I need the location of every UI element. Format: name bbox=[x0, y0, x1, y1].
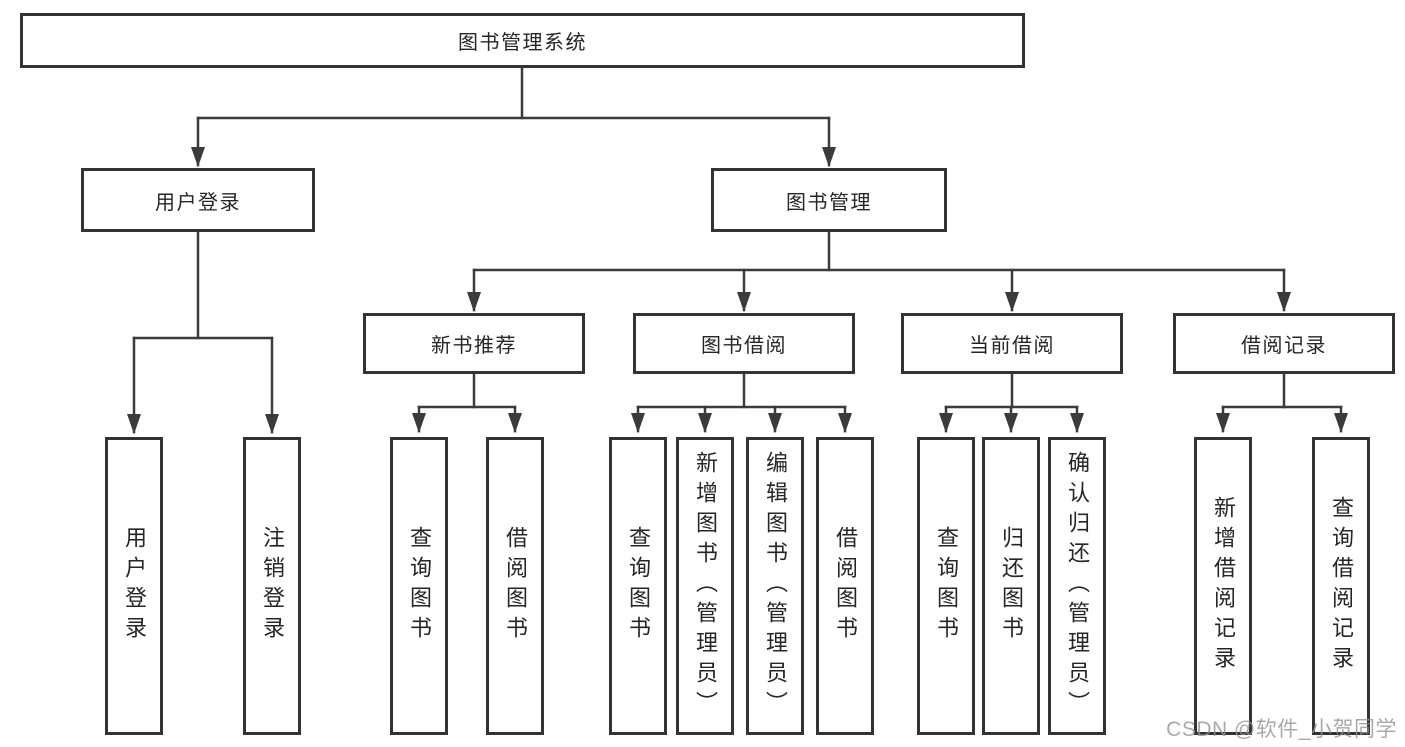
leaf-label: 归还图书 bbox=[999, 526, 1024, 646]
leaf-user-login: 用户登录 bbox=[105, 437, 163, 735]
leaf-logout: 注销登录 bbox=[243, 437, 301, 735]
node-book-management: 图书管理 bbox=[711, 168, 947, 232]
leaf-label: 借阅图书 bbox=[833, 526, 858, 646]
leaf-label: 查询借阅记录 bbox=[1329, 496, 1354, 676]
node-book-borrowing: 图书借阅 bbox=[633, 313, 855, 374]
leaf-add-borrow-record: 新增借阅记录 bbox=[1194, 437, 1252, 735]
leaf-search-books: 查询图书 bbox=[609, 437, 667, 735]
leaf-label: 新增图书（管理员） bbox=[693, 451, 718, 721]
leaf-label: 用户登录 bbox=[122, 526, 147, 646]
leaf-add-book-admin: 新增图书（管理员） bbox=[676, 437, 734, 735]
node-borrowing-records: 借阅记录 bbox=[1173, 313, 1395, 374]
leaf-label: 查询图书 bbox=[626, 526, 651, 646]
leaf-edit-book-admin: 编辑图书（管理员） bbox=[746, 437, 804, 735]
leaf-search-borrow-record: 查询借阅记录 bbox=[1312, 437, 1370, 735]
node-user-login: 用户登录 bbox=[81, 168, 315, 232]
node-new-book-recommendation: 新书推荐 bbox=[363, 313, 585, 374]
leaf-label: 确认归还（管理员） bbox=[1065, 451, 1090, 721]
leaf-label: 查询图书 bbox=[407, 526, 432, 646]
leaf-label: 编辑图书（管理员） bbox=[763, 451, 788, 721]
leaf-label: 新增借阅记录 bbox=[1211, 496, 1236, 676]
leaf-borrow-books: 借阅图书 bbox=[486, 437, 544, 735]
leaf-return-book: 归还图书 bbox=[982, 437, 1040, 735]
leaf-confirm-return-admin: 确认归还（管理员） bbox=[1048, 437, 1106, 735]
leaf-label: 查询图书 bbox=[934, 526, 959, 646]
leaf-label: 注销登录 bbox=[260, 526, 285, 646]
node-library-system: 图书管理系统 bbox=[20, 13, 1025, 68]
leaf-search-books: 查询图书 bbox=[917, 437, 975, 735]
leaf-label: 借阅图书 bbox=[503, 526, 528, 646]
leaf-search-books: 查询图书 bbox=[390, 437, 448, 735]
csdn-watermark: CSDN @软件_小贺同学 bbox=[1166, 718, 1397, 741]
leaf-borrow-books: 借阅图书 bbox=[816, 437, 874, 735]
node-current-borrowing: 当前借阅 bbox=[901, 313, 1123, 374]
